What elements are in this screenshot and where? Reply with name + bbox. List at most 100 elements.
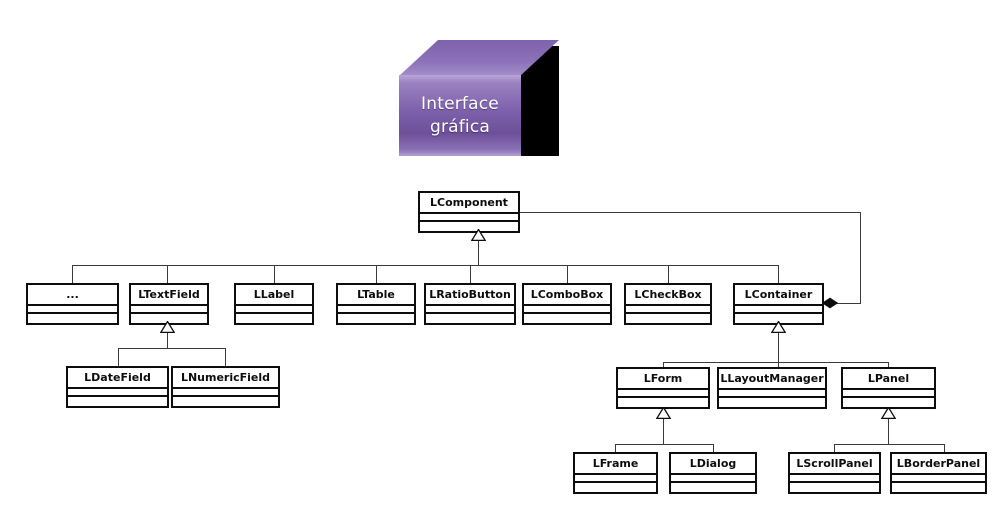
- class-box-ldialog[interactable]: LDialog: [669, 452, 757, 494]
- connector-drop-ldatefield: [118, 348, 119, 366]
- class-attributes-llabel: [236, 306, 312, 314]
- class-name-lcontainer: LContainer: [735, 285, 822, 306]
- class-name-lcheckbox: LCheckBox: [626, 285, 710, 306]
- class-box-lnumericfield[interactable]: LNumericField: [171, 366, 280, 408]
- class-name-lnumericfield: LNumericField: [173, 368, 278, 389]
- connector-drop-lcontainer: [778, 265, 779, 284]
- connector-lform-bus: [615, 444, 714, 445]
- class-name-ldatefield: LDateField: [68, 368, 167, 389]
- class-operations-llayoutmanager: [719, 398, 825, 407]
- class-box-ltextfield[interactable]: LTextField: [129, 283, 209, 325]
- class-name-lform: LForm: [618, 369, 708, 390]
- class-operations-lframe: [575, 483, 656, 492]
- class-operations-lratiobutton: [426, 314, 514, 323]
- class-box-lscrollpanel[interactable]: LScrollPanel: [788, 452, 881, 494]
- class-name-ldialog: LDialog: [671, 454, 755, 475]
- class-attributes-ldatefield: [68, 389, 167, 397]
- class-operations-lcombobox: [524, 314, 610, 323]
- class-name-lpanel: LPanel: [843, 369, 934, 390]
- composition-segment-right: [836, 303, 861, 304]
- connector-ltextfield-bus: [118, 348, 226, 349]
- class-box-lframe[interactable]: LFrame: [573, 452, 658, 494]
- class-operations-ltextfield: [131, 314, 207, 323]
- connector-lform-stem: [663, 418, 664, 445]
- class-operations-lnumericfield: [173, 397, 278, 406]
- class-attributes-llayoutmanager: [719, 390, 825, 398]
- class-operations-lcomponent: [420, 222, 518, 231]
- class-box-lcomponent[interactable]: LComponent: [418, 191, 520, 233]
- class-attributes-lnumericfield: [173, 389, 278, 397]
- class-name-llabel: LLabel: [236, 285, 312, 306]
- class-name-lcombobox: LComboBox: [524, 285, 610, 306]
- class-attributes-ltable: [338, 306, 414, 314]
- inheritance-triangle-ltextfield: [160, 321, 175, 333]
- class-operations-ldatefield: [68, 397, 167, 406]
- class-attributes-lframe: [575, 475, 656, 483]
- class-box-ldatefield[interactable]: LDateField: [66, 366, 169, 408]
- cube-front-face: Interface gráfica: [399, 75, 521, 156]
- connector-drop-ellipsis: [72, 265, 73, 284]
- class-name-lcomponent: LComponent: [420, 193, 518, 214]
- inheritance-triangle-lpanel: [881, 407, 896, 419]
- connector-level2-bus: [72, 265, 779, 266]
- connector-drop-ltable: [376, 265, 377, 284]
- class-attributes-lform: [618, 390, 708, 398]
- inheritance-triangle-lcontainer: [771, 321, 786, 333]
- connector-drop-lcombobox: [567, 265, 568, 284]
- connector-drop-lnumericfield: [225, 348, 226, 366]
- class-operations-ltable: [338, 314, 414, 323]
- class-name-lframe: LFrame: [575, 454, 656, 475]
- class-operations-ellipsis: [28, 314, 117, 323]
- class-operations-ldialog: [671, 483, 755, 492]
- class-operations-lborderpanel: [892, 483, 985, 492]
- class-box-llabel[interactable]: LLabel: [234, 283, 314, 325]
- class-operations-lform: [618, 398, 708, 407]
- class-box-lratiobutton[interactable]: LRatioButton: [424, 283, 516, 325]
- class-attributes-lratiobutton: [426, 306, 514, 314]
- title-line-1: Interface: [421, 93, 499, 114]
- class-attributes-lcheckbox: [626, 306, 710, 314]
- class-box-lborderpanel[interactable]: LBorderPanel: [890, 452, 987, 494]
- class-operations-lcheckbox: [626, 314, 710, 323]
- class-name-lratiobutton: LRatioButton: [426, 285, 514, 306]
- class-box-llayoutmanager[interactable]: LLayoutManager: [717, 367, 827, 409]
- inheritance-triangle-root: [471, 229, 486, 241]
- class-operations-lcontainer: [735, 314, 822, 323]
- class-box-lcontainer[interactable]: LContainer: [733, 283, 824, 325]
- class-box-lpanel[interactable]: LPanel: [841, 367, 936, 409]
- class-box-lform[interactable]: LForm: [616, 367, 710, 409]
- connector-drop-lcheckbox: [668, 265, 669, 284]
- class-box-ltable[interactable]: LTable: [336, 283, 416, 325]
- composition-segment-vertical: [860, 212, 861, 304]
- connector-drop-lratiobutton: [470, 265, 471, 284]
- class-attributes-ldialog: [671, 475, 755, 483]
- class-operations-lpanel: [843, 398, 934, 407]
- class-box-lcombobox[interactable]: LComboBox: [522, 283, 612, 325]
- composition-segment-top: [519, 212, 861, 213]
- class-attributes-lcomponent: [420, 214, 518, 222]
- class-attributes-lcontainer: [735, 306, 822, 314]
- connector-drop-llabel: [274, 265, 275, 284]
- connector-lcontainer-stem: [778, 332, 779, 363]
- composition-diamond-lcontainer: [822, 297, 838, 309]
- connector-root-stem: [478, 240, 479, 266]
- class-name-llayoutmanager: LLayoutManager: [719, 369, 825, 390]
- class-name-ellipsis: ...: [28, 285, 117, 306]
- class-attributes-ltextfield: [131, 306, 207, 314]
- connector-drop-ltextfield: [167, 265, 168, 284]
- connector-lpanel-stem: [888, 418, 889, 445]
- class-attributes-ellipsis: [28, 306, 117, 314]
- class-attributes-lcombobox: [524, 306, 610, 314]
- class-attributes-lpanel: [843, 390, 934, 398]
- class-box-ellipsis[interactable]: ...: [26, 283, 119, 325]
- title-line-2: gráfica: [429, 116, 491, 137]
- class-name-lborderpanel: LBorderPanel: [892, 454, 985, 475]
- class-name-ltextfield: LTextField: [131, 285, 207, 306]
- class-box-lcheckbox[interactable]: LCheckBox: [624, 283, 712, 325]
- class-operations-llabel: [236, 314, 312, 323]
- class-operations-lscrollpanel: [790, 483, 879, 492]
- class-name-lscrollpanel: LScrollPanel: [790, 454, 879, 475]
- connector-ltextfield-stem: [167, 332, 168, 349]
- inheritance-triangle-lform: [656, 407, 671, 419]
